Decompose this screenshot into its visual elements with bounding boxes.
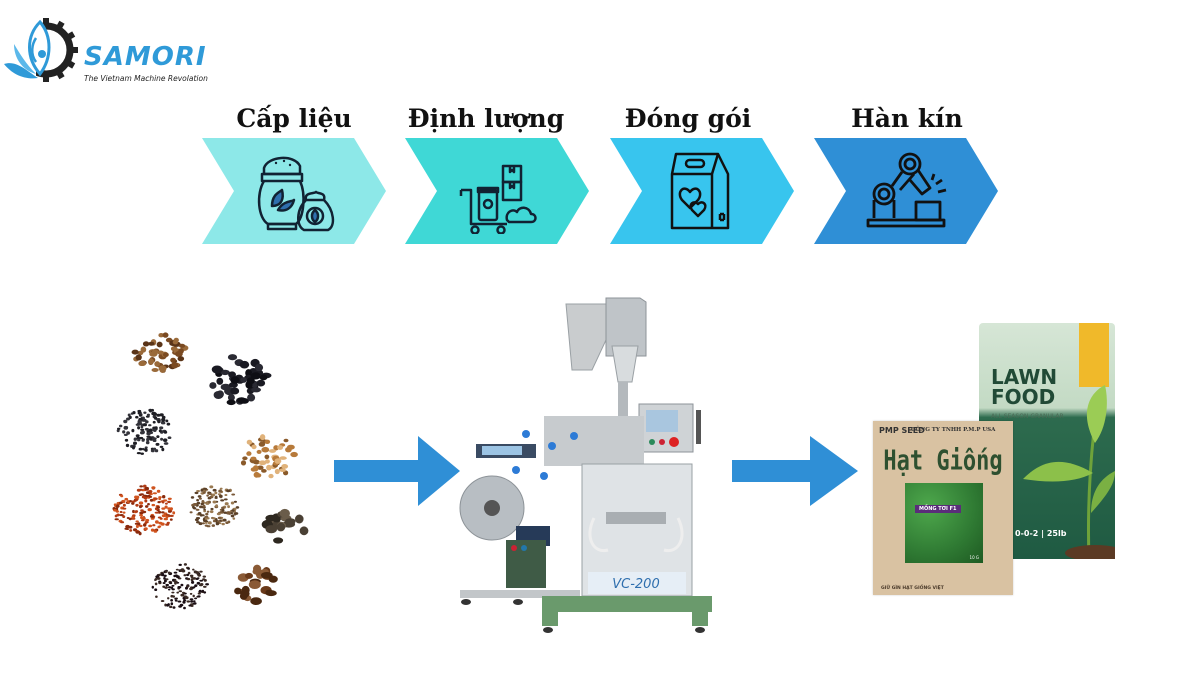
brand-tagline: The Vietnam Machine Revolation	[84, 74, 208, 83]
bag-title: LAWN FOOD	[991, 367, 1057, 407]
seed-piles-image	[108, 316, 318, 616]
bag-subtitle: ALL SEASON GRANULAR	[991, 413, 1064, 420]
seed-pile-9	[234, 564, 278, 605]
seed-sack-icon	[257, 156, 335, 232]
step-chevron-packing	[610, 138, 794, 244]
packet-title: Hạt Giống	[883, 445, 1003, 478]
packet-company: CÔNG TY TNHH P.M.P USA	[911, 427, 996, 433]
bag-ratio-weight: 0-0-2 | 25lb	[1015, 529, 1067, 538]
seed-pile-3	[116, 408, 172, 455]
packet-weight: 10 G	[969, 555, 979, 560]
gear-leaf-logo-icon	[0, 14, 78, 90]
seed-packet-product: PMP SEED CÔNG TY TNHH P.M.P USA Hạt Giốn…	[873, 421, 1013, 595]
robot-arm-icon	[866, 152, 947, 228]
seed-pile-8	[151, 563, 209, 610]
bag-weight: 25lb	[1046, 529, 1067, 538]
step-chevron-sealing	[814, 138, 998, 244]
machine-model-label: VC-200	[612, 577, 659, 592]
seed-pile-7	[261, 508, 309, 544]
brand-name: SAMORI	[84, 42, 207, 72]
bag-title-line2: FOOD	[991, 385, 1056, 409]
seed-pile-6	[189, 485, 240, 528]
flow-arrow-to-products	[732, 436, 858, 506]
flow-arrow-to-machine	[334, 436, 460, 506]
step-label-sealing: Hàn kín	[851, 104, 963, 133]
tea-leaf-illustration	[1023, 385, 1115, 559]
packet-plant-photo: MỒNG TƠI F1 10 G	[905, 483, 983, 563]
packet-footer: GIỮ GÌN HẠT GIỐNG VIỆT	[881, 586, 944, 591]
step-label-packing: Đóng gói	[624, 104, 752, 133]
samori-logo: SAMORI The Vietnam Machine Revolation	[0, 14, 220, 90]
step-label-dosing: Định lượng	[407, 104, 565, 133]
bag-yellow-ribbon	[1079, 323, 1109, 387]
trolley-dosing-icon	[459, 164, 537, 234]
seed-pile-1	[131, 332, 189, 373]
gift-box-icon	[670, 152, 730, 230]
step-chevron-feeding	[202, 138, 386, 244]
seed-pile-5	[112, 484, 176, 536]
seed-pile-4	[240, 434, 298, 479]
bag-ratio: 0-0-2	[1015, 529, 1039, 538]
packing-machine-image: VC-200	[456, 296, 716, 640]
bag-title-line1: LAWN	[991, 365, 1058, 389]
packet-variety: MỒNG TƠI F1	[915, 505, 961, 513]
packet-brand: PMP SEED	[879, 426, 925, 435]
seed-pile-2	[209, 354, 272, 406]
step-label-feeding: Cấp liệu	[236, 104, 352, 133]
step-chevron-dosing	[405, 138, 589, 244]
